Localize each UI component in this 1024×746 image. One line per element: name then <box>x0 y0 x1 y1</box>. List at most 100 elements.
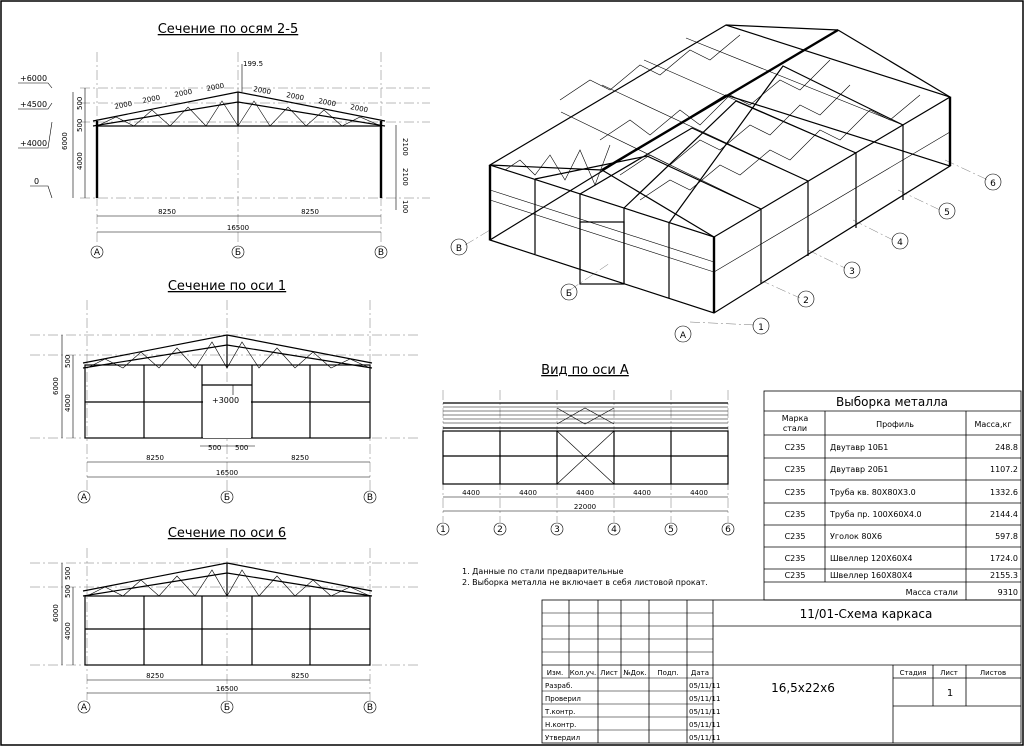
dim-2100-a: 2100 <box>401 138 409 156</box>
dim-4400-b: 4400 <box>519 489 537 497</box>
stamp-sheets-label: Листов <box>980 669 1006 677</box>
row-6-profile: Швеллер 120Х60Х4 <box>830 554 912 563</box>
stamp-date-3: 05/11/11 <box>689 708 720 716</box>
dim-6000-c: 6000 <box>52 604 60 622</box>
total-label: Масса стали <box>906 588 958 597</box>
stamp-sheet-label: Лист <box>940 669 958 677</box>
row-1-profile: Двутавр 10Б1 <box>830 443 888 452</box>
dim-16500-c: 16500 <box>216 685 238 693</box>
dim-2000-b: 2000 <box>142 94 161 105</box>
elev-3000: +3000 <box>212 396 239 405</box>
row-4-mass: 2144.4 <box>990 510 1018 519</box>
dim-500-c: 500 <box>64 355 72 368</box>
iso-axis-v: В <box>456 244 462 254</box>
dim-16500-a: 16500 <box>227 224 249 232</box>
stamp-col-data: Дата <box>691 669 709 677</box>
row-4-grade: C235 <box>785 510 806 519</box>
dim-2100-b: 2100 <box>401 168 409 186</box>
dim-2000-g: 2000 <box>318 97 337 108</box>
stamp-col-ndok: №Док. <box>623 669 647 677</box>
axis-5-a: 5 <box>668 525 674 535</box>
axis-2-a: 2 <box>497 525 503 535</box>
dim-500-f: 500 <box>64 585 72 598</box>
axis-4-a: 4 <box>611 525 617 535</box>
dim-16500-b: 16500 <box>216 469 238 477</box>
dim-2000-h: 2000 <box>350 103 369 114</box>
dim-500-e: 500 <box>235 444 248 452</box>
axis-a-3: А <box>81 703 88 713</box>
section-axis-6: Сечение по оси 6 6000 4000 500 500 8250 … <box>30 526 420 714</box>
stamp-col-izm: Изм. <box>547 669 563 677</box>
axis-v-3: В <box>367 703 373 713</box>
row-2-profile: Двутавр 20Б1 <box>830 465 888 474</box>
stamp-role-proveril: Проверил <box>545 695 581 703</box>
level-4000: +4000 <box>20 139 47 148</box>
dim-2000-f: 2000 <box>286 91 305 102</box>
iso-axis-5: 5 <box>944 208 950 218</box>
row-4-profile: Труба пр. 100Х60Х4.0 <box>829 510 922 519</box>
dim-4000-c: 4000 <box>64 622 72 640</box>
stamp-date-6: 05/11/11 <box>689 734 720 742</box>
iso-axis-1: 1 <box>758 323 764 333</box>
section-axes-2-5: Сечение по осям 2-5 199.5 2000 2000 2000… <box>18 22 430 259</box>
axis-6-a: 6 <box>725 525 731 535</box>
stamp-col-podp: Подп. <box>657 669 678 677</box>
axis-v-1: В <box>378 248 384 258</box>
dim-100-a: 100 <box>401 200 409 213</box>
axis-3-a: 3 <box>554 525 560 535</box>
dim-4400-d: 4400 <box>633 489 651 497</box>
axis-1-a: 1 <box>440 525 446 535</box>
view-a-title: Вид по оси А <box>541 363 629 378</box>
table-title: Выборка металла <box>836 395 948 409</box>
row-5-mass: 597.8 <box>995 532 1018 541</box>
dim-4000-a: 4000 <box>76 152 84 170</box>
dim-8250-a: 8250 <box>158 208 176 216</box>
note-1: 1. Данные по стали предварительные <box>462 567 624 576</box>
section-6-title: Сечение по оси 6 <box>168 526 286 541</box>
th-grade-2: стали <box>783 424 807 433</box>
dim-2000-d: 2000 <box>206 82 225 93</box>
dim-500-a: 500 <box>76 97 84 110</box>
dim-4400-a: 4400 <box>462 489 480 497</box>
stamp-sheet-value: 1 <box>947 688 953 699</box>
stamp-col-list: Лист <box>600 669 618 677</box>
dim-8250-b: 8250 <box>301 208 319 216</box>
stamp-role-utverdil: Утвердил <box>545 734 580 742</box>
th-mass: Масса,кг <box>974 420 1011 429</box>
row-3-profile: Труба кв. 80Х80Х3.0 <box>829 488 916 497</box>
dim-500-b: 500 <box>76 119 84 132</box>
stamp-stage-label: Стадия <box>900 669 927 677</box>
row-5-grade: C235 <box>785 532 806 541</box>
iso-axis-3: 3 <box>849 267 855 277</box>
iso-axis-b: Б <box>566 289 572 299</box>
axis-a-2: А <box>81 493 88 503</box>
stamp-object: 16,5х22х6 <box>771 681 835 695</box>
row-2-mass: 1107.2 <box>990 465 1018 474</box>
dim-199-5: 199.5 <box>243 60 263 68</box>
th-profile: Профиль <box>876 420 914 429</box>
stamp-date-2: 05/11/11 <box>689 695 720 703</box>
row-3-grade: C235 <box>785 488 806 497</box>
dim-8250-e: 8250 <box>146 672 164 680</box>
dim-4400-c: 4400 <box>576 489 594 497</box>
metal-schedule-table: Выборка металла Марка стали Профиль Масс… <box>763 390 1022 601</box>
dim-2000-c: 2000 <box>174 88 193 99</box>
section-2-5-title: Сечение по осям 2-5 <box>158 22 299 37</box>
iso-axis-a: А <box>680 331 687 341</box>
dim-4400-e: 4400 <box>690 489 708 497</box>
stamp-date-1: 05/11/11 <box>689 682 720 690</box>
stamp-role-razrab: Разраб. <box>545 682 573 690</box>
iso-axis-4: 4 <box>897 238 903 248</box>
dim-8250-f: 8250 <box>291 672 309 680</box>
section-axis-1: Сечение по оси 1 +3000 6000 4000 500 500… <box>30 279 420 504</box>
stamp-role-tkontr: Т.контр. <box>544 708 575 716</box>
th-grade-1: Марка <box>782 414 809 423</box>
level-4500: +4500 <box>20 100 47 109</box>
row-1-grade: C235 <box>785 443 806 452</box>
iso-axis-2: 2 <box>803 296 809 306</box>
stamp-project: 11/01-Схема каркаса <box>800 607 933 621</box>
axis-a-1: А <box>94 248 101 258</box>
dim-8250-d: 8250 <box>291 454 309 462</box>
row-1-mass: 248.8 <box>995 443 1018 452</box>
row-7-mass: 2155.3 <box>990 571 1018 580</box>
